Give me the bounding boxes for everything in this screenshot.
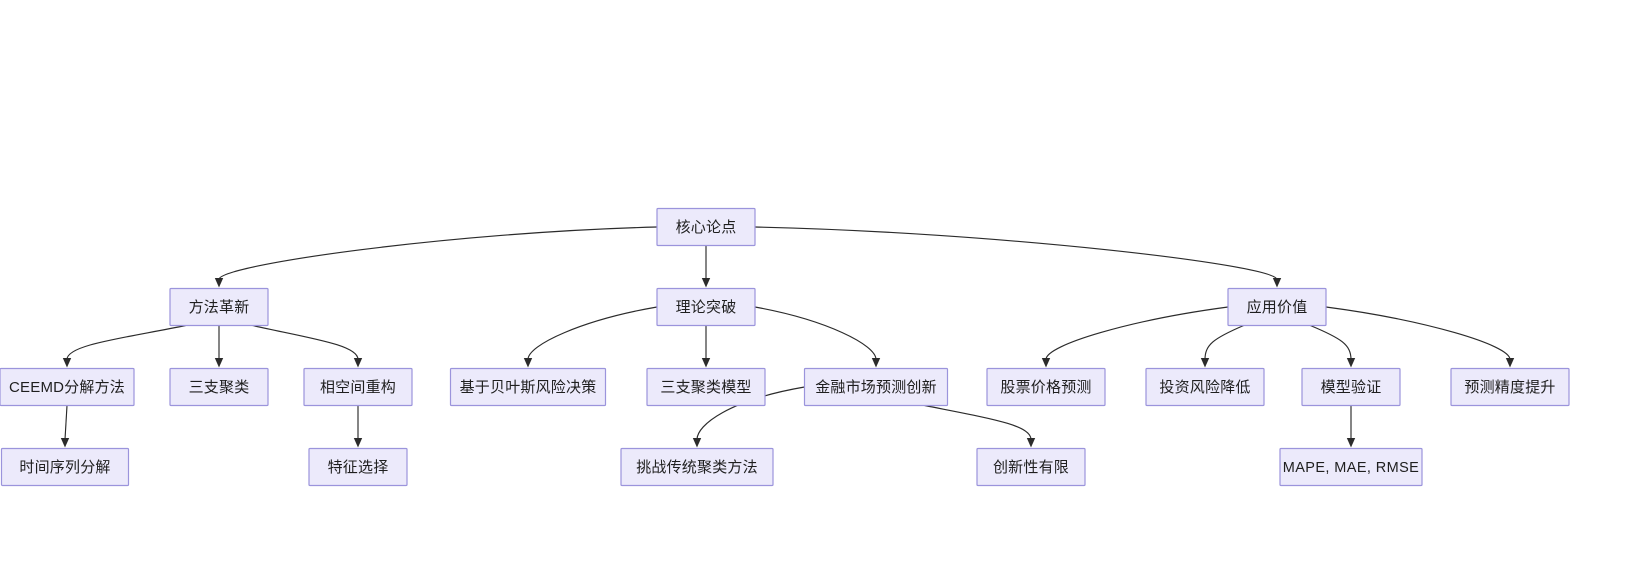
edge-n1-to-n6 (252, 324, 359, 360)
edge-n0-to-n3 (754, 226, 1278, 280)
edge-arrowhead (62, 358, 72, 368)
edge-arrowhead (523, 358, 533, 368)
edge-n9-to-n16 (696, 386, 805, 440)
edge-arrowhead (353, 438, 363, 448)
node-box[interactable] (620, 447, 774, 487)
node-n2[interactable]: 理论突破 (656, 287, 756, 327)
node-box[interactable] (803, 367, 949, 407)
node-label: 特征选择 (328, 459, 389, 476)
node-n18[interactable]: MAPE, MAE, RMSE (1279, 447, 1423, 487)
node-n11[interactable]: 投资风险降低 (1145, 367, 1265, 407)
edge-n2-to-n9 (754, 306, 877, 360)
node-label: 核心论点 (676, 219, 737, 236)
edge-n3-to-n12 (1310, 324, 1352, 360)
node-box[interactable] (656, 287, 756, 327)
edge-arrowhead (353, 358, 363, 368)
node-box[interactable] (1301, 367, 1401, 407)
node-label: 投资风险降低 (1159, 379, 1250, 396)
node-n13[interactable]: 预测精度提升 (1450, 367, 1570, 407)
node-label: 理论突破 (676, 299, 737, 316)
edge-arrowhead (1041, 358, 1051, 368)
node-box[interactable] (656, 207, 756, 247)
node-box[interactable] (976, 447, 1086, 487)
node-n6[interactable]: 相空间重构 (303, 367, 413, 407)
edge-arrowhead (692, 438, 702, 448)
node-label: 模型验证 (1321, 379, 1382, 396)
edge-n3-to-n11 (1204, 324, 1244, 360)
edges-layer (60, 226, 1515, 448)
node-label: 金融市场预测创新 (815, 379, 937, 396)
node-n7[interactable]: 基于贝叶斯风险决策 (449, 367, 607, 407)
node-box[interactable] (0, 447, 130, 487)
edge-arrowhead (871, 358, 881, 368)
edge-n3-to-n10 (1045, 306, 1229, 360)
node-n9[interactable]: 金融市场预测创新 (803, 367, 949, 407)
edge-n2-to-n7 (527, 306, 658, 360)
edge-arrowhead (60, 438, 70, 448)
node-label: 三支聚类模型 (660, 379, 751, 396)
node-box[interactable] (1279, 447, 1423, 487)
edge-arrowhead (214, 358, 224, 368)
node-n15[interactable]: 特征选择 (308, 447, 408, 487)
node-label: 方法革新 (189, 299, 250, 316)
node-n12[interactable]: 模型验证 (1301, 367, 1401, 407)
node-box[interactable] (1450, 367, 1570, 407)
edge-n4-to-n14 (64, 405, 68, 440)
edge-arrowhead (1026, 438, 1036, 448)
node-label: 基于贝叶斯风险决策 (460, 379, 597, 396)
node-box[interactable] (308, 447, 408, 487)
node-n14[interactable]: 时间序列分解 (0, 447, 130, 487)
node-n8[interactable]: 三支聚类模型 (646, 367, 766, 407)
node-label: 股票价格预测 (1000, 379, 1091, 396)
node-label: 应用价值 (1247, 298, 1308, 316)
node-box[interactable] (646, 367, 766, 407)
edge-n0-to-n1 (218, 226, 658, 280)
node-label: 挑战传统聚类方法 (636, 459, 758, 476)
node-box[interactable] (449, 367, 607, 407)
node-label: 相空间重构 (320, 379, 396, 396)
node-label: CEEMD分解方法 (9, 379, 125, 396)
node-box[interactable] (1145, 367, 1265, 407)
node-n0[interactable]: 核心论点 (656, 207, 756, 247)
edge-arrowhead (214, 278, 224, 288)
edge-arrowhead (1272, 278, 1282, 288)
node-n4[interactable]: CEEMD分解方法 (0, 367, 135, 407)
edge-arrowhead (1346, 438, 1356, 448)
edge-n3-to-n13 (1325, 306, 1511, 360)
node-n10[interactable]: 股票价格预测 (986, 367, 1106, 407)
edge-arrowhead (1505, 358, 1515, 368)
edge-arrowhead (701, 278, 711, 288)
node-n5[interactable]: 三支聚类 (169, 367, 269, 407)
node-label: 预测精度提升 (1464, 379, 1555, 396)
node-n1[interactable]: 方法革新 (169, 287, 269, 327)
node-n16[interactable]: 挑战传统聚类方法 (620, 447, 774, 487)
node-box[interactable] (303, 367, 413, 407)
edge-arrowhead (701, 358, 711, 368)
node-label: MAPE, MAE, RMSE (1283, 460, 1420, 476)
edge-arrowhead (1200, 358, 1210, 368)
node-label: 时间序列分解 (19, 459, 110, 476)
node-n3[interactable]: 应用价值 (1227, 287, 1327, 327)
node-n17[interactable]: 创新性有限 (976, 447, 1086, 487)
node-label: 三支聚类 (189, 379, 250, 396)
node-box[interactable] (0, 367, 135, 407)
node-box[interactable] (1227, 287, 1327, 327)
edge-arrowhead (1346, 358, 1356, 368)
node-box[interactable] (169, 367, 269, 407)
node-label: 创新性有限 (993, 459, 1069, 476)
node-box[interactable] (169, 287, 269, 327)
node-box[interactable] (986, 367, 1106, 407)
edge-n1-to-n4 (66, 324, 186, 360)
edge-n9-to-n17 (924, 404, 1032, 440)
